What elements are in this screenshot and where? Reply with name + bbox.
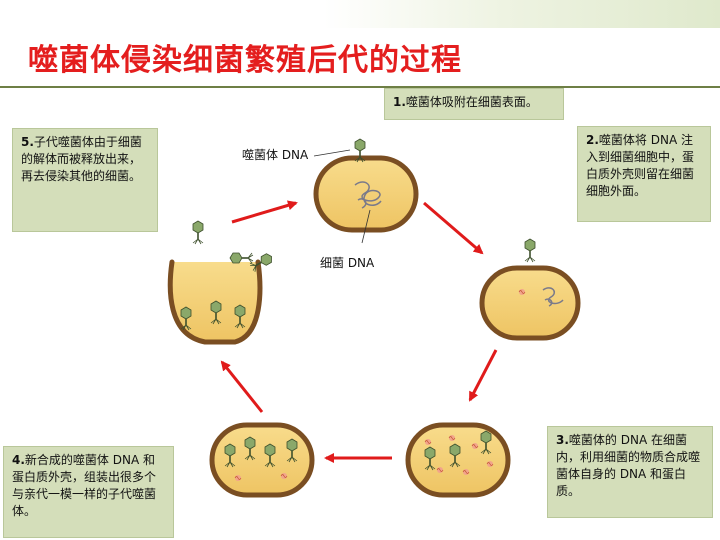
bacteria-dna-label: 细菌 DNA xyxy=(320,256,375,270)
phage-dna-pointer xyxy=(313,149,351,157)
cell-stage-5-lysed xyxy=(167,220,275,345)
step-2-note: 2.噬菌体将 DNA 注入到细菌细胞中，蛋白质外壳则留在细菌细胞外面。 xyxy=(577,126,711,222)
empty-capsid-phage xyxy=(524,238,536,263)
arrow-2-to-3 xyxy=(468,349,498,402)
cell-stage-3 xyxy=(405,422,511,498)
page-title: 噬菌体侵染细菌繁殖后代的过程 xyxy=(28,43,462,78)
step-3-note: 3.噬菌体的 DNA 在细菌内，利用细菌的物质合成噬菌体自身的 DNA 和蛋白质… xyxy=(547,426,713,518)
released-phage xyxy=(192,220,204,245)
cell-stage-1 xyxy=(313,138,419,244)
injected-dna xyxy=(518,288,526,296)
bacteria-dna-coil xyxy=(354,181,382,209)
arrow-5-to-1 xyxy=(231,200,298,224)
arrow-1-to-2 xyxy=(423,201,484,255)
arrow-4-to-5 xyxy=(220,360,264,413)
cell-stage-2 xyxy=(479,238,581,341)
cell-stage-4 xyxy=(209,422,315,498)
title-bar xyxy=(0,28,720,88)
bacteria-dna-pointer xyxy=(361,209,371,244)
released-phage-2 xyxy=(229,252,254,264)
step-1-note: 1.噬菌体吸附在细菌表面。 xyxy=(384,88,564,120)
step-4-note: 4.新合成的噬菌体 DNA 和蛋白质外壳，组装出很多个与亲代一模一样的子代噬菌体… xyxy=(3,446,174,538)
phage-dna-label: 噬菌体 DNA xyxy=(242,148,309,162)
step-5-note: 5.子代噬菌体由于细菌的解体而被释放出来，再去侵染其他的细菌。 xyxy=(12,128,158,232)
